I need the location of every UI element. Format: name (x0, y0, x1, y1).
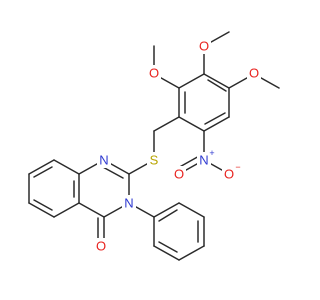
bond (203, 116, 230, 132)
svg-text:O: O (224, 167, 234, 182)
bond (207, 79, 227, 92)
atom-labels: O O O S N N N + O (94, 38, 261, 254)
bond (178, 202, 205, 218)
bond (178, 73, 205, 89)
bond (53, 159, 80, 175)
atom-oxygen: O − (222, 162, 241, 182)
svg-text:S: S (150, 153, 159, 168)
atom-sulfur: S (147, 152, 161, 168)
svg-text:O: O (96, 239, 106, 254)
atom-oxygen: O (172, 166, 186, 182)
bond (203, 73, 230, 89)
atom-nitrogen: N (97, 152, 111, 168)
atom-oxygen: O (147, 65, 161, 81)
bond (28, 202, 55, 218)
atom-oxygen: O (197, 38, 211, 54)
svg-text:O: O (149, 66, 159, 81)
svg-text:−: − (235, 162, 240, 172)
atom-oxygen: O (94, 238, 108, 254)
svg-text:N: N (124, 196, 133, 211)
svg-text:O: O (174, 167, 184, 182)
bond (178, 245, 205, 261)
bond (28, 159, 55, 175)
bond (153, 245, 180, 261)
atom-nitrogen: N (122, 195, 136, 211)
chemical-structure-diagram: O O O S N N N + O (28, 31, 280, 261)
bond (53, 202, 80, 218)
bond (158, 209, 178, 222)
svg-text:N: N (199, 153, 208, 168)
bond (153, 202, 180, 218)
svg-text:O: O (199, 39, 209, 54)
bond (178, 116, 205, 132)
bond (33, 199, 53, 211)
svg-text:+: + (209, 148, 214, 158)
bond (78, 202, 105, 218)
svg-text:O: O (249, 66, 259, 81)
bond (158, 241, 178, 253)
bond (204, 112, 226, 125)
bond (33, 166, 53, 178)
atom-oxygen: O (247, 65, 261, 81)
bond (153, 116, 180, 132)
atom-nitrogen: N + (197, 148, 215, 168)
svg-text:N: N (99, 153, 108, 168)
